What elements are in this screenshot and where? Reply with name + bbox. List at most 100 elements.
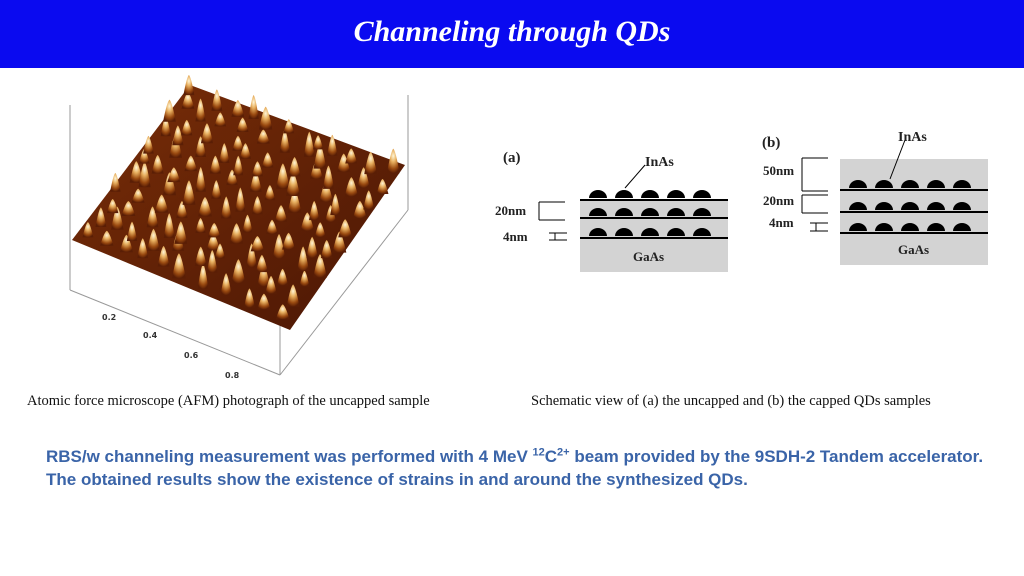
afm-peak — [137, 238, 149, 259]
afm-peak — [297, 246, 309, 272]
afm-peak — [126, 221, 138, 242]
cap-bracket-b — [801, 157, 828, 192]
quantum-dot — [589, 228, 607, 236]
afm-tick-3: 0.6 — [184, 351, 199, 360]
afm-peak — [146, 206, 159, 228]
quantum-dot — [667, 228, 685, 236]
afm-peak — [288, 157, 301, 177]
afm-caption: Atomic force microscope (AFM) photograph… — [27, 393, 430, 409]
afm-peak — [251, 161, 264, 177]
afm-peak — [206, 249, 218, 273]
afm-peak — [214, 243, 226, 259]
inas-pointer-b — [889, 139, 906, 180]
afm-peak — [181, 92, 195, 109]
afm-peak — [345, 148, 358, 164]
panel-b-label: (b) — [762, 135, 780, 151]
wetting-label-a: 4nm — [503, 229, 528, 244]
afm-peak — [211, 89, 223, 111]
element-symbol: C — [544, 447, 558, 466]
gaas-label-b: GaAs — [898, 242, 929, 257]
afm-peak — [344, 177, 359, 197]
afm-peak — [147, 228, 160, 251]
afm-peak — [181, 119, 193, 136]
quantum-dot — [615, 228, 633, 236]
afm-peak — [287, 189, 302, 213]
afm-peak — [174, 221, 188, 244]
afm-peak — [313, 135, 324, 150]
quantum-dot — [875, 223, 893, 231]
panel-a-label: (a) — [503, 150, 521, 166]
schematic-a: (a) InAs 20nm 4nm GaAs — [495, 150, 728, 272]
afm-peak — [143, 135, 154, 154]
afm-peak — [332, 231, 347, 253]
quantum-dot — [615, 208, 633, 216]
afm-peak — [195, 136, 207, 158]
afm-peak — [276, 163, 290, 189]
afm-peak — [157, 245, 170, 267]
gaas-label-a: GaAs — [633, 249, 664, 264]
afm-tick-2: 0.4 — [143, 331, 158, 340]
afm-tick-1: 0.2 — [102, 313, 116, 322]
quantum-dot — [849, 180, 867, 188]
afm-peak — [251, 196, 263, 215]
quantum-dot — [641, 208, 659, 216]
quantum-dot — [953, 223, 971, 231]
body-part1: RBS/w channeling measurement was perform… — [46, 447, 533, 466]
afm-peak — [106, 198, 119, 214]
quantum-dot — [641, 228, 659, 236]
afm-peak — [219, 143, 230, 164]
afm-peak — [82, 222, 94, 238]
afm-peak — [242, 214, 253, 233]
qd-layers-a — [580, 190, 728, 239]
cap-label-b: 50nm — [763, 163, 794, 178]
afm-peak — [100, 230, 114, 246]
afm-peak — [261, 152, 274, 168]
quantum-dot — [849, 223, 867, 231]
spacer-bracket-a — [538, 201, 565, 221]
quantum-dot — [589, 208, 607, 216]
afm-peak — [214, 112, 227, 127]
afm-peak — [248, 94, 259, 120]
afm-peak — [363, 190, 375, 210]
afm-peak — [220, 196, 232, 219]
quantum-dot — [615, 190, 633, 198]
quantum-dot — [849, 202, 867, 210]
quantum-dot — [901, 180, 919, 188]
afm-peak — [236, 117, 249, 132]
afm-image: 0.2 0.4 0.6 0.8 — [69, 75, 409, 380]
afm-peak — [163, 213, 175, 239]
afm-peak — [279, 129, 291, 153]
afm-peak — [169, 134, 182, 158]
afm-peak — [244, 288, 255, 308]
slide-title: Channeling through QDs — [353, 15, 671, 48]
inas-label-a: InAs — [645, 155, 674, 170]
afm-peak — [211, 180, 222, 199]
quantum-dot — [953, 202, 971, 210]
quantum-dot — [667, 208, 685, 216]
afm-peak — [206, 233, 220, 251]
afm-peak — [276, 268, 289, 286]
inas-label-b: InAs — [898, 130, 927, 145]
afm-peak — [303, 131, 315, 157]
afm-peak — [257, 263, 270, 287]
afm-peak — [111, 206, 124, 230]
afm-peak — [131, 188, 145, 203]
afm-peak — [162, 172, 177, 196]
afm-peak — [265, 275, 277, 294]
afm-peak — [172, 125, 184, 146]
spacer-label-a: 20nm — [495, 203, 526, 218]
afm-peak — [239, 143, 252, 159]
afm-peak — [119, 234, 133, 253]
afm-peak — [232, 135, 244, 151]
afm-peak — [209, 155, 222, 174]
afm-peak — [195, 166, 206, 192]
afm-peak — [195, 217, 206, 233]
afm-peak — [249, 171, 262, 192]
afm-peak — [138, 148, 150, 164]
afm-peak — [338, 219, 353, 238]
afm-peak — [272, 233, 286, 259]
afm-peak — [282, 232, 296, 250]
afm-peak — [320, 239, 333, 259]
afm-peak — [233, 155, 244, 176]
afm-peak — [306, 236, 318, 258]
